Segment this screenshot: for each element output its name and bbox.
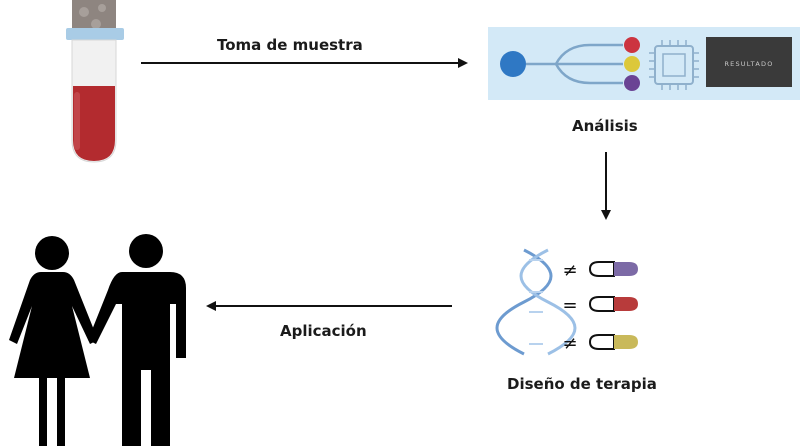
analyzer-device: RESULTADO bbox=[488, 27, 800, 100]
capsule-purple-icon bbox=[588, 261, 638, 277]
step-label-application: Aplicación bbox=[280, 322, 367, 340]
capsule-yellow-icon bbox=[588, 334, 638, 350]
blood-tube-icon bbox=[66, 0, 124, 163]
comparison-not-equal-top: ≠ bbox=[562, 260, 577, 281]
comparison-not-equal-bottom: ≠ bbox=[562, 333, 577, 354]
comparison-equal: = bbox=[562, 295, 577, 316]
capsule-red-icon bbox=[588, 296, 638, 312]
result-label: RESULTADO bbox=[724, 60, 773, 68]
step-label-therapy-design: Diseño de terapia bbox=[507, 375, 657, 393]
step-label-sampling: Toma de muestra bbox=[217, 36, 363, 54]
processor-chip-icon bbox=[649, 40, 699, 90]
dna-helix-icon bbox=[495, 248, 577, 356]
step-label-analysis: Análisis bbox=[572, 117, 638, 135]
people-couple-icon bbox=[9, 234, 186, 446]
